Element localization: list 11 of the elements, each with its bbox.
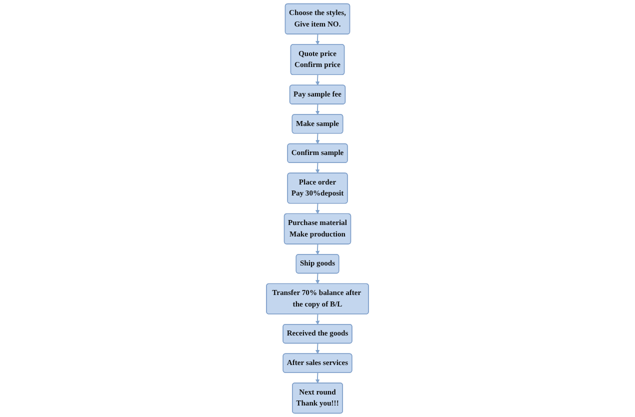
- arrow: [316, 314, 320, 325]
- arrow: [316, 74, 320, 86]
- arrow: [316, 162, 320, 174]
- arrow: [316, 372, 320, 384]
- arrow: [316, 133, 320, 144]
- arrow: [316, 273, 320, 284]
- arrow: [316, 34, 320, 45]
- arrow: [316, 343, 320, 354]
- arrow: [316, 104, 320, 115]
- arrow: [316, 203, 320, 214]
- arrow: [316, 244, 320, 255]
